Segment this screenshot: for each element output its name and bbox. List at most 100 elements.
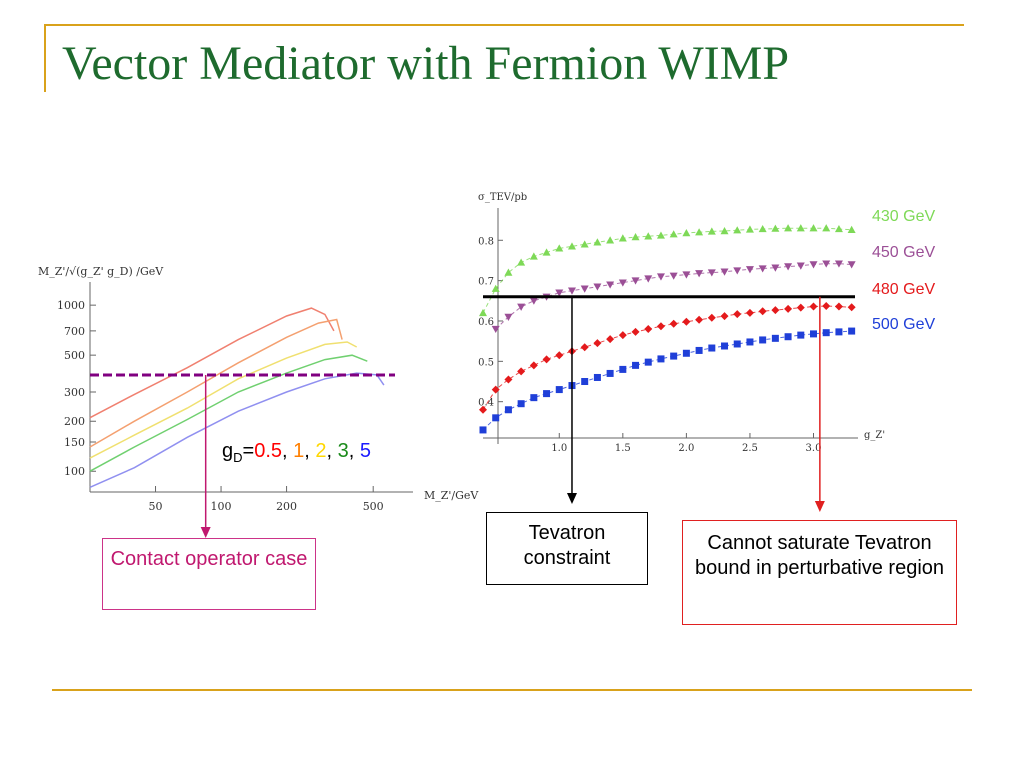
data-point: [606, 281, 615, 289]
data-point: [656, 231, 665, 239]
data-point: [567, 287, 576, 295]
right-series-450-GeV: [491, 260, 856, 334]
data-point: [491, 284, 500, 292]
data-point: [707, 269, 716, 277]
data-point: [733, 267, 742, 275]
left-y-tick-label: 1000: [57, 299, 85, 312]
data-point: [682, 317, 691, 326]
gd-eq: =: [242, 440, 255, 462]
data-point: [619, 365, 627, 373]
data-point: [542, 248, 551, 256]
right-y-tick-label: 0.8: [478, 236, 494, 247]
title-left-rule: [44, 24, 46, 92]
data-point: [631, 327, 640, 336]
right-x-tick-label: 3.0: [806, 443, 822, 454]
data-point: [682, 229, 691, 237]
left-y-tick-label: 150: [64, 436, 85, 449]
data-point: [529, 297, 538, 305]
left-x-tick-label: 200: [276, 500, 297, 513]
data-point: [847, 303, 856, 312]
data-point: [809, 224, 818, 232]
data-point: [707, 227, 716, 235]
cannot-arrow-head: [814, 501, 825, 512]
left-series-3: [89, 354, 368, 472]
data-point: [555, 244, 564, 252]
data-point: [567, 242, 576, 250]
left-x-tick-label: 500: [363, 500, 384, 513]
data-point: [492, 414, 500, 422]
data-point: [669, 230, 678, 238]
gd-prefix: g: [222, 440, 234, 462]
data-point: [708, 344, 716, 352]
data-point: [657, 355, 665, 363]
data-point: [822, 329, 830, 337]
data-point: [580, 240, 589, 248]
data-point: [580, 285, 589, 293]
data-point: [517, 400, 525, 408]
data-point: [758, 265, 767, 273]
gd-value: 5: [359, 440, 372, 462]
left-series-2: [89, 341, 358, 459]
data-point: [504, 375, 513, 384]
right-x-tick-label: 2.5: [742, 443, 758, 454]
data-point: [669, 272, 678, 280]
series-dashed-line: [482, 305, 852, 411]
data-point: [796, 262, 805, 270]
data-point: [720, 312, 729, 321]
data-point: [796, 303, 805, 312]
data-point: [695, 270, 704, 278]
data-point: [720, 268, 729, 276]
tevatron-arrow-head: [566, 493, 577, 504]
left-y-tick-label: 700: [64, 325, 85, 338]
left-y-tick-label: 100: [64, 465, 85, 478]
data-point: [517, 258, 526, 266]
data-point: [834, 224, 843, 233]
data-point: [543, 390, 551, 398]
series-dashed-line: [482, 227, 852, 314]
right-x-tick-label: 1.0: [551, 443, 567, 454]
data-point: [593, 339, 602, 348]
right-y-tick-label: 0.6: [478, 317, 494, 328]
data-point: [581, 378, 589, 386]
data-point: [834, 302, 843, 311]
right-x-axis-label: g_Z': [864, 430, 885, 441]
data-point: [580, 343, 589, 352]
data-point: [797, 331, 805, 339]
data-point: [555, 351, 564, 360]
data-point: [555, 386, 563, 394]
left-x-axis-label: M_Z'/GeV: [424, 489, 479, 502]
left-y-tick-label: 200: [64, 415, 85, 428]
data-point: [796, 224, 805, 232]
left-x-tick-label: 50: [149, 500, 163, 513]
data-point: [644, 232, 653, 240]
data-point: [644, 358, 652, 366]
data-point: [656, 322, 665, 331]
data-point: [670, 352, 678, 360]
tevatron-constraint-text: Tevatron constraint: [523, 522, 611, 569]
slide-title: Vector Mediator with Fermion WIMP: [62, 37, 790, 90]
data-point: [593, 238, 602, 246]
data-point: [606, 369, 614, 377]
data-point: [593, 283, 602, 291]
data-point: [631, 233, 640, 241]
data-point: [847, 225, 856, 233]
data-point: [479, 426, 487, 434]
data-point: [669, 319, 678, 328]
data-point: [517, 303, 526, 311]
data-point: [745, 266, 754, 274]
cannot-saturate-box: Cannot saturate Tevatron bound in pertur…: [682, 520, 957, 625]
data-point: [479, 405, 487, 414]
gd-value: 1: [293, 440, 305, 462]
data-point: [733, 226, 742, 234]
contact-operator-box: Contact operator case: [102, 538, 316, 610]
data-point: [810, 330, 818, 338]
legend-item: 480 GeV: [872, 281, 936, 298]
data-point: [848, 327, 856, 335]
gd-value: 2: [315, 440, 327, 462]
footer-rule: [52, 689, 972, 691]
data-point: [784, 224, 793, 232]
data-point: [504, 313, 513, 321]
right-x-tick-label: 1.5: [615, 443, 631, 454]
